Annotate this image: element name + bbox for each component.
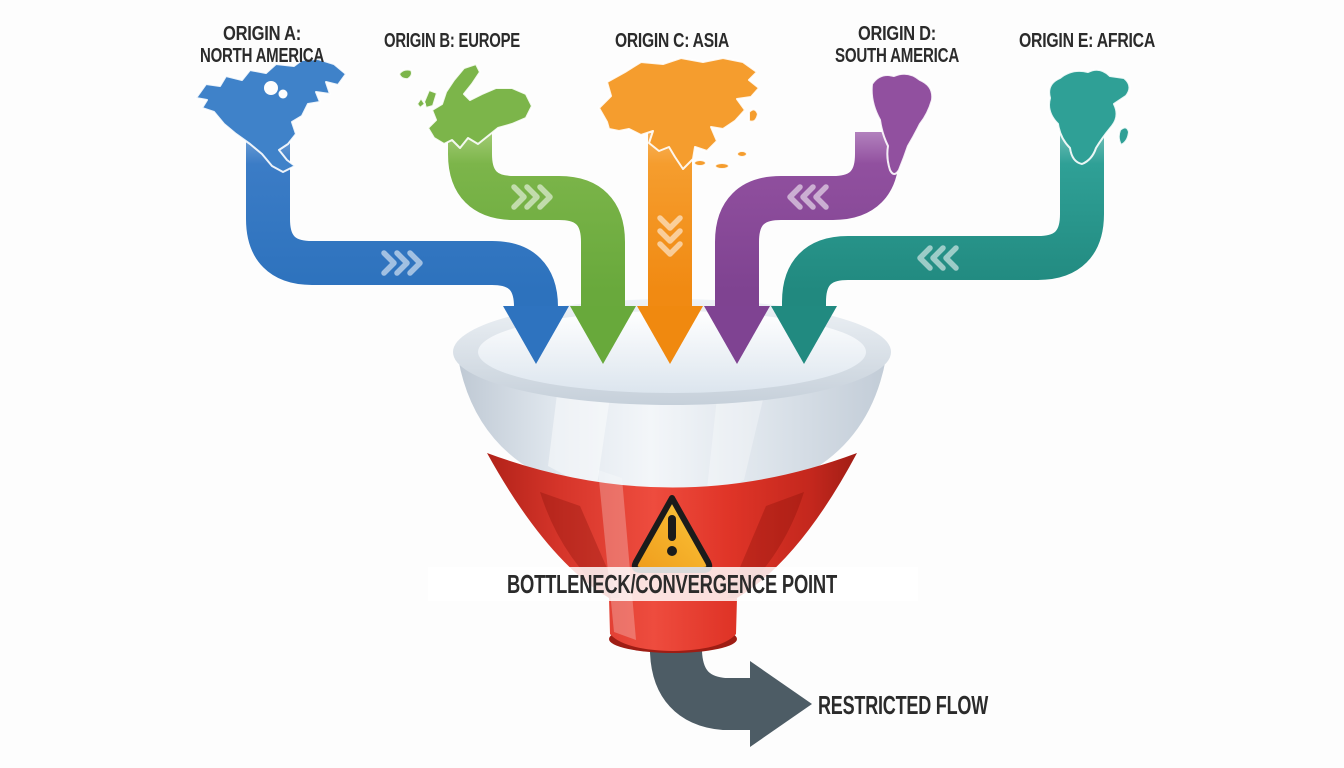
origin-b-flow-arrow	[448, 126, 636, 364]
origin-b-label: ORIGIN B: EUROPE	[384, 30, 520, 52]
origin-e-arrowhead-icon	[771, 306, 837, 364]
asia-shape	[598, 57, 760, 170]
bottleneck-label: BOTTLENECK/CONVERGENCE POINT	[507, 569, 837, 599]
north-america-shape	[195, 58, 347, 173]
origin-d-label-line2: SOUTH AMERICA	[835, 45, 959, 67]
origin-c-label: ORIGIN C: ASIA	[615, 30, 729, 52]
warning-triangle-icon	[631, 495, 713, 573]
output-arrowhead-icon	[750, 661, 812, 747]
south-america-shape	[870, 72, 934, 175]
origin-e-flow-arrow	[771, 126, 1104, 364]
bottleneck-band	[428, 567, 918, 601]
origin-c-arrowhead-icon	[637, 306, 703, 364]
origin-a-arrowhead-icon	[503, 306, 569, 364]
africa-shape	[1048, 68, 1131, 165]
output-pipe	[650, 598, 754, 730]
restricted-flow-label: RESTRICTED FLOW	[818, 690, 989, 720]
origin-d-label-line1: ORIGIN D:	[858, 23, 936, 45]
europe-shape	[398, 63, 533, 149]
origin-d-flow-arrow	[704, 132, 899, 364]
origin-e-label: ORIGIN E: AFRICA	[1019, 30, 1155, 52]
origin-a-label-line2: NORTH AMERICA	[200, 45, 324, 67]
flow-arrows-group	[246, 118, 1104, 364]
origin-a-flow-arrow	[246, 132, 569, 364]
origin-d-arrowhead-icon	[704, 306, 770, 364]
origin-b-arrowhead-icon	[570, 306, 636, 364]
origin-labels-group: ORIGIN A: NORTH AMERICA ORIGIN B: EUROPE…	[200, 23, 1155, 67]
origin-a-label-line1: ORIGIN A:	[223, 23, 301, 45]
continents-group	[195, 57, 1131, 175]
